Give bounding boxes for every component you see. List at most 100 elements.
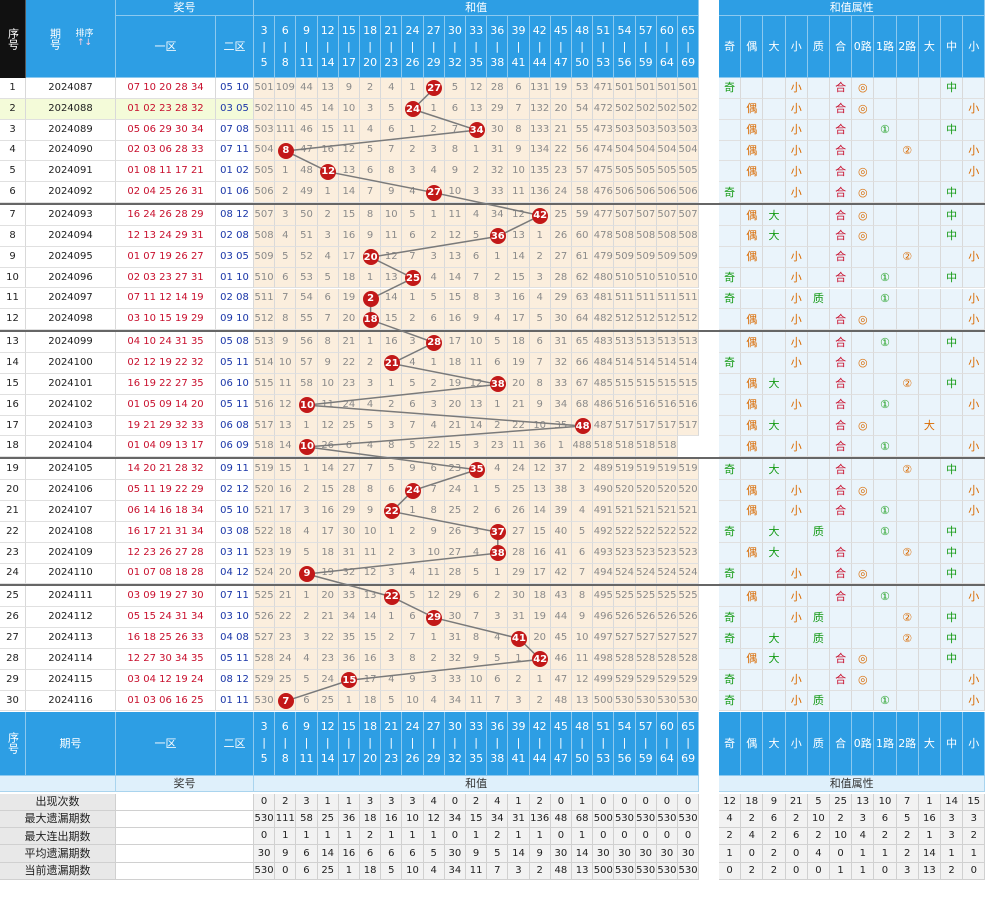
attr-cell: 偶 bbox=[741, 436, 764, 458]
range-start: 60 bbox=[659, 23, 674, 37]
stat-sum-value: 6 bbox=[296, 862, 318, 880]
sum-hit-ball: 2 bbox=[362, 290, 379, 307]
sum-miss-cell: 8 bbox=[466, 628, 488, 649]
row-period: 2024111 bbox=[26, 586, 116, 608]
attr-cell: ① bbox=[874, 332, 897, 354]
range-end: 47 bbox=[553, 55, 568, 69]
sum-miss-cell: 518 bbox=[254, 436, 276, 458]
sum-miss-cell: 6 bbox=[423, 459, 445, 481]
range-start: 24 bbox=[405, 720, 420, 733]
attr-cell: 合 bbox=[830, 182, 853, 204]
sum-miss-cell: 54 bbox=[296, 288, 318, 310]
sum-miss-cell: 3 bbox=[572, 480, 594, 501]
sum-miss-cell: 26 bbox=[317, 436, 339, 458]
sum-range-header: 33|35 bbox=[466, 16, 488, 78]
sort-button[interactable]: 排序↑↓ bbox=[75, 29, 93, 48]
sum-miss-cell: 22 bbox=[550, 140, 572, 162]
attr-cell bbox=[963, 648, 985, 670]
stat-attr-value: 14 bbox=[941, 793, 964, 811]
sum-miss-cell: 10 bbox=[381, 205, 403, 226]
sum-miss-cell: 5 bbox=[402, 373, 424, 395]
sum-miss-cell: 22 bbox=[338, 353, 360, 374]
range-start: 33 bbox=[469, 720, 484, 733]
sum-miss-cell: 1 bbox=[423, 205, 445, 226]
sum-miss-cell: 504 bbox=[614, 140, 636, 162]
stat-attr-value: 10 bbox=[807, 810, 830, 829]
sum-miss-cell: 507 bbox=[635, 205, 657, 226]
stat-sum-value: 9 bbox=[466, 845, 488, 863]
sum-miss-cell: 15 bbox=[275, 459, 297, 481]
sum-miss-cell: 18 bbox=[275, 521, 297, 543]
attr-cell bbox=[874, 140, 897, 162]
sum-miss-cell: 7 bbox=[402, 628, 424, 649]
attr-cell: 中 bbox=[941, 628, 964, 649]
range-separator: | bbox=[537, 39, 542, 53]
attr-cell bbox=[852, 140, 875, 162]
sum-miss-cell: 22 bbox=[275, 607, 297, 629]
sum-miss-cell: 517 bbox=[656, 415, 678, 437]
row-seq: 16 bbox=[0, 394, 26, 416]
attr-cell: ② bbox=[896, 607, 919, 629]
sum-miss-cell: 519 bbox=[614, 459, 636, 481]
attr-cell bbox=[874, 161, 897, 183]
sum-miss-cell: 57 bbox=[572, 161, 594, 183]
stat-attr-value: 1 bbox=[874, 845, 897, 863]
sum-miss-cell: 136 bbox=[529, 182, 551, 204]
group-separator bbox=[0, 330, 985, 333]
attr-cell: 中 bbox=[941, 542, 964, 564]
sum-miss-cell: 1 bbox=[466, 480, 488, 501]
range-start: 6 bbox=[281, 23, 289, 37]
range-end: 20 bbox=[363, 55, 378, 69]
row-seq: 24 bbox=[0, 563, 26, 585]
stat-attr-value: 4 bbox=[852, 828, 875, 846]
sum-miss-cell: 21 bbox=[444, 415, 466, 437]
row-zone2-numbers: 03 05 bbox=[216, 98, 254, 120]
sum-miss-cell: 516 bbox=[656, 394, 678, 416]
range-separator: | bbox=[495, 736, 500, 749]
row-seq: 21 bbox=[0, 501, 26, 522]
range-start: 18 bbox=[363, 23, 378, 37]
attr-header: 偶 bbox=[741, 16, 764, 78]
sum-miss-cell: 7 bbox=[572, 563, 594, 585]
sum-miss-cell: 510 bbox=[614, 267, 636, 289]
stat-sum-value: 68 bbox=[572, 810, 594, 829]
sum-miss-cell: 7 bbox=[275, 288, 297, 310]
stat-sum-value: 0 bbox=[444, 828, 466, 846]
attr-cell bbox=[741, 628, 764, 649]
attr-cell: 小 bbox=[785, 436, 808, 458]
sum-miss-cell: 504 bbox=[254, 140, 276, 162]
sum-miss-cell: 512 bbox=[614, 309, 636, 331]
attr-cell: 偶 bbox=[741, 542, 764, 564]
stat-sum-value: 2 bbox=[466, 793, 488, 811]
sum-miss-cell: 15 bbox=[317, 480, 339, 501]
sum-miss-cell: 8 bbox=[508, 119, 530, 141]
stat-sum-value: 14 bbox=[572, 845, 594, 863]
attr-cell: ① bbox=[874, 436, 897, 458]
stat-sum-value: 25 bbox=[317, 810, 339, 829]
stat-attr-value: 2 bbox=[741, 810, 764, 829]
sum-miss-cell: 504 bbox=[635, 140, 657, 162]
row-zone1-numbers: 01 02 23 28 32 bbox=[116, 98, 216, 120]
sum-miss-cell: 28 bbox=[487, 78, 509, 99]
sum-miss-cell: 12 bbox=[466, 373, 488, 395]
attr-cell bbox=[874, 607, 897, 629]
stat-attr-value: 0 bbox=[719, 862, 742, 880]
attr-cell: ② bbox=[896, 140, 919, 162]
attr-cell bbox=[763, 309, 786, 331]
sum-miss-cell: 10 bbox=[423, 542, 445, 564]
sum-hit-ball: 42 bbox=[532, 207, 549, 224]
attr-cell: 小 bbox=[785, 690, 808, 712]
attr-cell bbox=[963, 332, 985, 354]
sum-miss-cell: 7 bbox=[360, 459, 382, 481]
range-end: 29 bbox=[426, 55, 441, 69]
sum-miss-cell: 20 bbox=[317, 586, 339, 608]
sum-miss-cell: 11 bbox=[466, 353, 488, 374]
attr-cell: 中 bbox=[941, 648, 964, 670]
sum-miss-cell: 503 bbox=[635, 119, 657, 141]
sum-miss-cell: 4 bbox=[487, 628, 509, 649]
stat-sum-value: 18 bbox=[360, 862, 382, 880]
sum-miss-cell: 1 bbox=[296, 586, 318, 608]
sum-miss-cell: 502 bbox=[614, 98, 636, 120]
stat-sum-value: 14 bbox=[317, 845, 339, 863]
row-zone1-numbers: 16 19 22 27 35 bbox=[116, 373, 216, 395]
